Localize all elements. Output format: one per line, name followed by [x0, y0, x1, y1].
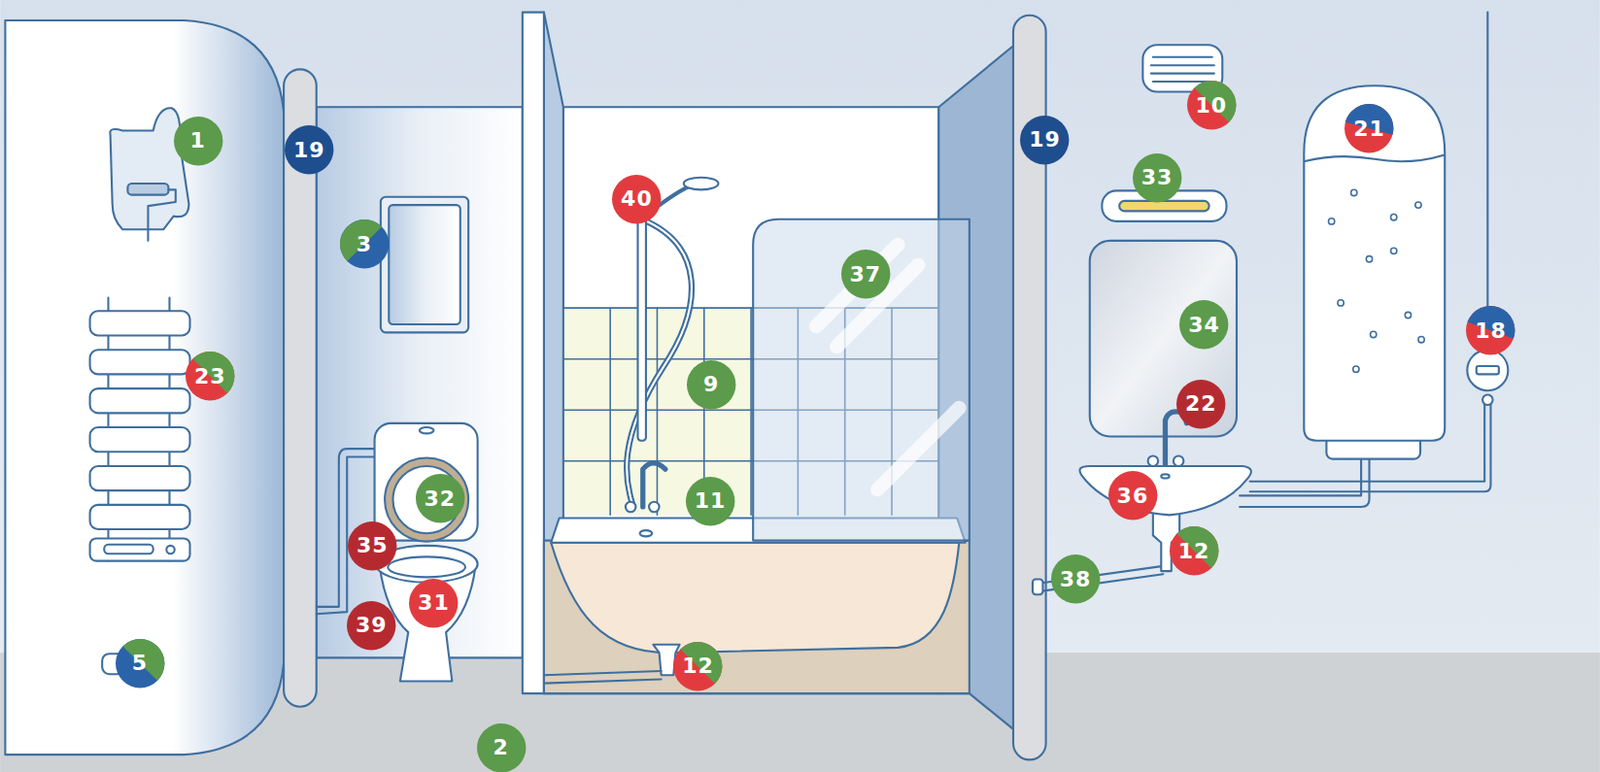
- callout-number: 37: [849, 262, 882, 287]
- callout-circle: 36: [1108, 471, 1158, 520]
- callout-number: 1: [190, 128, 206, 153]
- callout-circle: 33: [1132, 153, 1182, 203]
- callout-circle: 11: [685, 476, 735, 526]
- callout-disc-half: [193, 341, 245, 394]
- callout-number: 21: [1353, 116, 1386, 141]
- callout-disc-fill: [284, 125, 334, 174]
- callout-circle: 19: [1020, 115, 1069, 165]
- callout-circle: 1: [173, 116, 223, 166]
- callout-circle: 12: [1169, 526, 1219, 576]
- callout-number: 22: [1185, 391, 1218, 416]
- callout-circle: 34: [1179, 300, 1228, 349]
- callout-circle: 3: [340, 219, 389, 269]
- callout-circle: 39: [346, 601, 396, 650]
- callout-number: 33: [1141, 165, 1174, 190]
- callout-circle: 40: [612, 174, 661, 224]
- callout-circle: 38: [1051, 554, 1100, 604]
- callout-number: 12: [681, 653, 715, 679]
- callout-circle: 2: [476, 723, 526, 772]
- callout-circle: 22: [1176, 379, 1226, 429]
- callout-number: 32: [423, 486, 456, 511]
- callout-circle: 37: [841, 249, 890, 299]
- callout-number: 40: [620, 186, 653, 211]
- callout-number: 31: [417, 590, 450, 615]
- callout-disc-fill: [1020, 115, 1069, 165]
- callout-disc-half: [1176, 516, 1228, 569]
- callout-disc-fill: [347, 521, 397, 571]
- callout-circle: 35: [347, 521, 397, 571]
- callout-disc-fill: [841, 249, 890, 299]
- callout-circle: 10: [1187, 80, 1236, 130]
- callout-number: 2: [493, 735, 510, 760]
- callout-number: 39: [355, 612, 388, 638]
- callout-number: 19: [293, 137, 326, 163]
- callout-number: 5: [132, 650, 148, 676]
- callout-number: 12: [1178, 539, 1211, 564]
- callout-number: 18: [1474, 318, 1507, 343]
- callout-circle: 31: [408, 578, 458, 628]
- callout-number: 34: [1188, 312, 1221, 338]
- callout-disc-fill: [1179, 300, 1228, 349]
- callout-number: 23: [194, 364, 227, 389]
- callout-disc-half: [1193, 70, 1246, 123]
- callout-disc-fill: [1051, 554, 1100, 604]
- callout-disc-fill: [1176, 379, 1226, 429]
- callout-circle: 23: [185, 351, 235, 401]
- callout-number: 35: [356, 533, 389, 558]
- callout-disc-half: [122, 628, 174, 681]
- callout-number: 38: [1059, 567, 1092, 592]
- callout-number: 36: [1117, 483, 1150, 509]
- callout-disc-half: [680, 631, 733, 683]
- callout-circle: 12: [673, 642, 722, 691]
- callout-disc-fill: [415, 474, 465, 523]
- callout-circle: 21: [1344, 103, 1394, 153]
- callout-circle: 5: [115, 639, 165, 688]
- callout-disc-half: [329, 208, 381, 261]
- callout-circle: 9: [686, 360, 736, 409]
- callout-disc-fill: [346, 601, 396, 650]
- callout-disc-fill: [686, 360, 736, 409]
- callout-disc-fill: [1132, 153, 1182, 203]
- callout-number: 9: [703, 372, 719, 397]
- callout-number: 3: [356, 232, 373, 257]
- callout-disc-fill: [685, 476, 735, 526]
- callout-disc-fill: [408, 578, 458, 628]
- callout-circle: 19: [284, 125, 334, 174]
- callout-number: 10: [1194, 93, 1227, 118]
- callout-number: 19: [1028, 127, 1061, 152]
- callout-disc-fill: [1108, 471, 1158, 520]
- callout-disc-fill: [612, 174, 661, 224]
- callout-number: 11: [694, 488, 727, 513]
- callout-disc-fill: [173, 116, 223, 166]
- callout-circle: 32: [415, 474, 465, 523]
- callout-disc-fill: [476, 723, 526, 772]
- callout-circle: 18: [1465, 306, 1515, 355]
